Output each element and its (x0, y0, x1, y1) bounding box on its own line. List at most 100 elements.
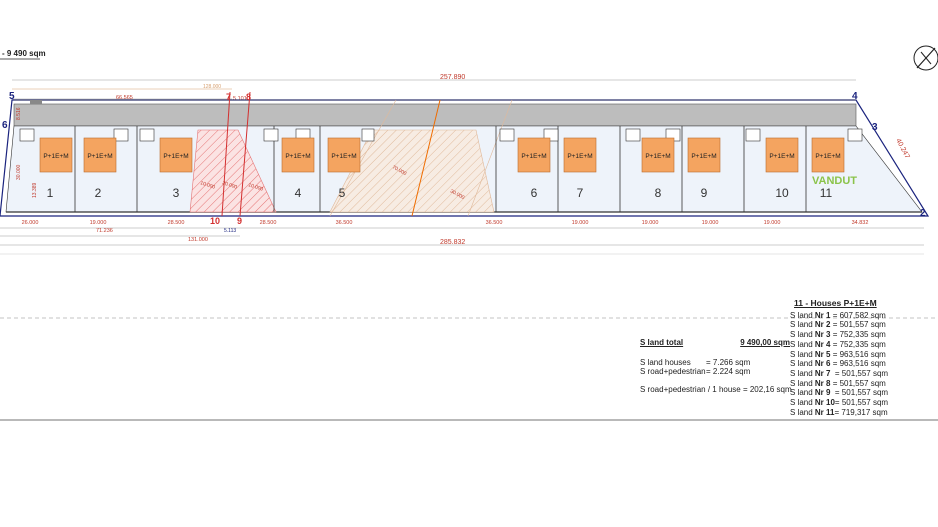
lot-number: Nr 8 (814, 378, 831, 388)
lot-row: S land Nr 8 = 501,557 sqm (790, 379, 938, 389)
plot-width-10: 19.000 (764, 220, 781, 226)
lot-prefix: S land (790, 407, 815, 417)
dim-left-a: 8.516 (16, 107, 22, 120)
lot-number: Nr 3 (814, 330, 831, 340)
lot-row: S land Nr 11= 719,317 sqm (790, 408, 938, 418)
lot-row: S land Nr 9 = 501,557 sqm (790, 388, 938, 398)
lot-number: Nr 9 (814, 388, 831, 398)
lot-prefix: S land (790, 378, 815, 388)
total-value: 9 490,00 sqm (740, 338, 790, 347)
lot-row: S land Nr 1 = 607,582 sqm (790, 311, 938, 321)
lot-number: Nr 10 (814, 398, 835, 408)
house-type-label-6: P+1E+M (521, 153, 546, 160)
plot-width-8: 19.000 (642, 220, 659, 226)
house-type-label-1: P+1E+M (43, 153, 68, 160)
lot-area: = 501,557 sqm (830, 368, 889, 378)
dim-bottom-71: 71.236 (96, 228, 113, 234)
lot-prefix: S land (790, 359, 815, 369)
plot-number-8: 8 (655, 186, 662, 200)
dim-bottom-131: 131.000 (188, 237, 208, 243)
plot-number-7: 7 (577, 186, 584, 200)
plot-number-9: 9 (701, 186, 708, 200)
house-type-label-2: P+1E+M (87, 153, 112, 160)
house-type-label-8: P+1E+M (645, 153, 670, 160)
lot-row: S land Nr 5 = 963,516 sqm (790, 350, 938, 360)
corner-label-4: 4 (852, 91, 858, 102)
house-footprint-6 (517, 137, 551, 173)
dim-top-total: 257.890 (440, 74, 465, 81)
house-type-label-3: P+1E+M (163, 153, 188, 160)
lot-prefix: S land (790, 320, 815, 330)
house-footprint-8 (641, 137, 675, 173)
sold-label: VANDUT (812, 175, 857, 187)
lot-area: = 501,557 sqm (830, 388, 889, 398)
house-footprint-3 (159, 137, 193, 173)
house-footprint-1 (39, 137, 73, 173)
dim-left-c: 13.389 (32, 182, 38, 198)
house-footprint-7 (563, 137, 597, 173)
lot-prefix: S land (790, 388, 815, 398)
corner-label-9: 9 (237, 216, 242, 226)
lot-prefix: S land (790, 368, 815, 378)
dim-top-partial: 128.000 (203, 84, 221, 90)
plot-width-1: 26.000 (22, 220, 39, 226)
plot-number-10: 10 (775, 186, 789, 200)
house-type-label-9: P+1E+M (691, 153, 716, 160)
lot-number: Nr 4 (814, 339, 831, 349)
dim-bottom-total: 285.832 (440, 239, 465, 246)
road-value: = 2.224 sqm (706, 367, 751, 376)
lot-row: S land Nr 2 = 501,557 sqm (790, 320, 938, 330)
lot-number: Nr 5 (814, 349, 831, 359)
lot-number: Nr 2 (814, 320, 831, 330)
lot-area: = 752,335 sqm (830, 339, 886, 349)
total-label: S land total (640, 338, 684, 347)
corner-label-7: 7 (226, 92, 231, 102)
lot-row: S land Nr 10= 501,557 sqm (790, 398, 938, 408)
lot-number: Nr 11 (814, 407, 835, 417)
road-label: S road+pedestrian (640, 367, 706, 376)
dim-diag-a: 10.000 (199, 180, 216, 190)
plot-number-1: 1 (47, 186, 54, 200)
house-footprint-5 (327, 137, 361, 173)
plot-width-11: 34.832 (852, 220, 869, 226)
house-footprint-4 (281, 137, 315, 173)
plot-width-7: 19.000 (572, 220, 589, 226)
corner-label-5: 5 (9, 91, 15, 102)
houses-label: S land houses (640, 358, 691, 367)
house-footprint-11 (811, 137, 845, 173)
lot-area: = 963,516 sqm (830, 359, 886, 369)
lot-prefix: S land (790, 339, 815, 349)
plot-number-5: 5 (339, 186, 346, 200)
house-footprint-10 (765, 137, 799, 173)
plot-number-2: 2 (95, 186, 102, 200)
lot-prefix: S land (790, 330, 815, 340)
dim-diag-c: 10.000 (247, 182, 264, 192)
plot-number-11: 11 (820, 186, 833, 200)
dim-top-gap: 5.101 (233, 96, 247, 102)
corner-label-2: 2 (920, 208, 926, 219)
dim-bottom-small: 5.113 (224, 228, 236, 234)
land-summary: S land total 9 490,00 sqm S land houses = … (640, 338, 792, 394)
houses-value: = 7.266 sqm (706, 358, 751, 367)
lot-prefix: S land (790, 310, 815, 320)
house-type-label-10: P+1E+M (769, 153, 794, 160)
lot-area: = 963,516 sqm (830, 349, 886, 359)
lots-table: 11 - Houses P+1E+M S land Nr 1 = 607,582… (790, 298, 938, 418)
lot-row: S land Nr 3 = 752,335 sqm (790, 330, 938, 340)
corner-label-10: 10 (210, 216, 220, 226)
hatched-zone-red (189, 129, 277, 213)
lot-number: Nr 7 (814, 368, 831, 378)
lot-prefix: S land (790, 398, 815, 408)
area-title: - 9 490 sqm (2, 49, 46, 58)
house-type-label-11: P+1E+M (815, 153, 840, 160)
house-footprint-9 (687, 137, 721, 173)
house-type-label-7: P+1E+M (567, 153, 592, 160)
house-footprint-2 (83, 137, 117, 173)
lot-area: = 719,317 sqm (834, 407, 888, 417)
dim-right-side: 40.247 (894, 138, 910, 160)
lots-title: 11 - Houses P+1E+M (794, 298, 877, 308)
plot-width-2: 19.000 (90, 220, 107, 226)
dim-diag-b: 20.000 (221, 180, 238, 190)
lot-area: = 501,557 sqm (834, 398, 889, 408)
